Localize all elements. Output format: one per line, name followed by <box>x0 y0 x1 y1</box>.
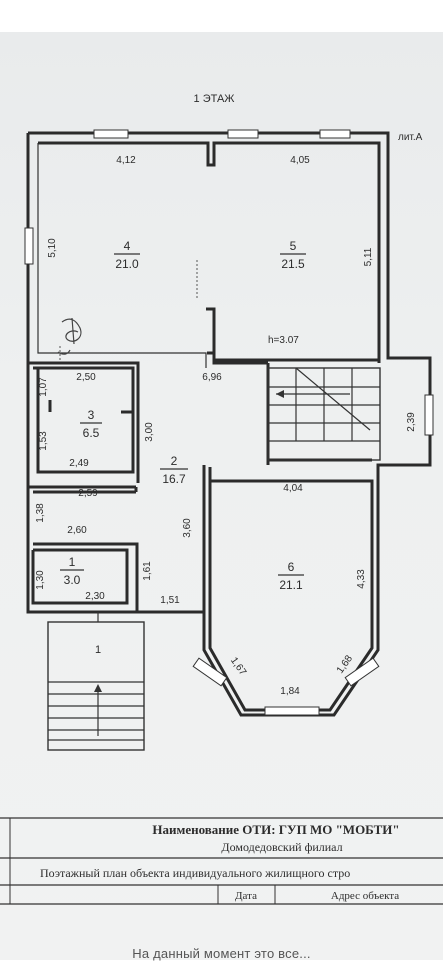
liter-label: лит.А <box>398 132 423 143</box>
room-area: 21.0 <box>115 257 139 271</box>
dim: 4,33 <box>356 569 367 589</box>
porch <box>47 612 145 751</box>
dim: 1,51 <box>160 595 180 606</box>
dim: 4,04 <box>283 483 303 494</box>
room-area: 16.7 <box>162 472 186 486</box>
floor-plan-drawing: 1 ЭТАЖ лит.А 4 21.0 5 21.5 3 6.5 2 16.7 … <box>0 93 443 905</box>
title-date: Дата <box>235 890 257 902</box>
title-org: Наименование ОТИ: ГУП МО "МОБТИ" <box>152 822 399 837</box>
dim: 2,49 <box>69 458 89 469</box>
room-number: 1 <box>69 555 76 569</box>
room-area: 3.0 <box>64 573 81 587</box>
title-branch: Домодедовский филиал <box>221 840 342 854</box>
dim: 2,50 <box>76 372 96 383</box>
dim: 2,39 <box>406 412 417 432</box>
footer-note: На данный момент это все... <box>132 946 311 961</box>
floor-label: 1 ЭТАЖ <box>194 93 235 105</box>
room-number: 4 <box>124 239 131 253</box>
dim: 2,30 <box>85 591 105 602</box>
room-labels: 4 21.0 5 21.5 3 6.5 2 16.7 1 3.0 6 21.1 … <box>60 239 306 656</box>
dim: 1,30 <box>35 570 46 590</box>
title-plan: Поэтажный план объекта индивидуального ж… <box>40 866 350 880</box>
dim: 5,11 <box>363 247 374 266</box>
room-number: 6 <box>288 560 295 574</box>
dim: 5,10 <box>47 238 58 258</box>
dim: 3,60 <box>182 518 193 538</box>
windows <box>24 129 434 716</box>
floor-plan-scan: 1 ЭТАЖ лит.А 4 21.0 5 21.5 3 6.5 2 16.7 … <box>0 32 443 960</box>
room-number: 3 <box>88 408 95 422</box>
ceiling-height: h=3.07 <box>268 335 299 346</box>
dim: 6,96 <box>202 372 222 383</box>
dim: 4,05 <box>290 155 310 166</box>
dim: 1,67 <box>228 655 248 678</box>
porch-label: 1 <box>95 644 101 656</box>
dim: 1,53 <box>38 431 49 451</box>
room-area: 21.5 <box>281 257 305 271</box>
dim: 1,84 <box>280 686 300 697</box>
dim: 3,00 <box>144 422 155 442</box>
dim: 2,59 <box>78 488 98 499</box>
room-area: 21.1 <box>279 578 303 592</box>
guide-lines <box>59 260 198 360</box>
staircase <box>267 367 381 461</box>
handwritten-scribble <box>57 317 82 355</box>
room-number: 5 <box>290 239 297 253</box>
dim: 1,07 <box>38 377 49 397</box>
outer-walls <box>26 131 432 717</box>
title-block: Наименование ОТИ: ГУП МО "МОБТИ" Домодед… <box>0 817 443 905</box>
dim: 2,60 <box>67 525 87 536</box>
title-address: Адрес объекта <box>331 890 399 902</box>
dim: 4,12 <box>116 155 136 166</box>
dim: 1,38 <box>35 503 46 523</box>
dim: 1,61 <box>142 561 153 581</box>
room-number: 2 <box>171 454 178 468</box>
room-area: 6.5 <box>83 426 100 440</box>
